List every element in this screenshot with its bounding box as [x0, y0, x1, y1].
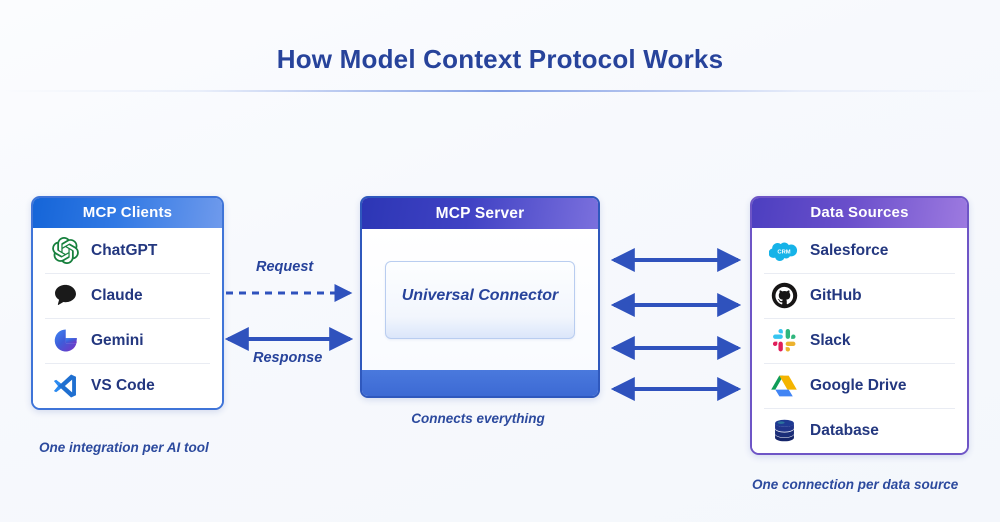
mcp-clients-list: ChatGPT Claude: [33, 228, 222, 408]
claude-icon: [50, 281, 80, 311]
svg-text:CRM: CRM: [777, 249, 790, 255]
clients-caption: One integration per AI tool: [39, 440, 209, 455]
sources-caption: One connection per data source: [752, 477, 959, 492]
vscode-icon: [50, 371, 80, 401]
data-sources-panel: Data Sources CRM Salesforce GitHub: [750, 196, 969, 455]
list-item-database[interactable]: Database: [752, 408, 967, 453]
list-item-label: VS Code: [91, 376, 155, 394]
list-item-label: GitHub: [810, 286, 862, 304]
list-item-slack[interactable]: Slack: [752, 318, 967, 363]
list-item-github[interactable]: GitHub: [752, 273, 967, 318]
list-item-label: Google Drive: [810, 376, 907, 394]
list-item-label: Salesforce: [810, 241, 889, 259]
mcp-server-body: Universal Connector: [362, 229, 598, 370]
list-item-label: ChatGPT: [91, 241, 158, 259]
data-sources-list: CRM Salesforce GitHub: [752, 228, 967, 453]
gemini-icon: [50, 326, 80, 356]
title-divider: [0, 90, 1000, 92]
mcp-server-footer-strip: [362, 370, 598, 396]
list-item-vscode[interactable]: VS Code: [33, 363, 222, 408]
list-item-google-drive[interactable]: Google Drive: [752, 363, 967, 408]
list-item-label: Database: [810, 421, 879, 439]
request-label: Request: [256, 259, 314, 275]
list-item-claude[interactable]: Claude: [33, 273, 222, 318]
server-caption: Connects everything: [411, 411, 545, 426]
salesforce-icon: CRM: [769, 236, 799, 266]
list-item-label: Gemini: [91, 331, 144, 349]
universal-connector-box: Universal Connector: [385, 260, 575, 339]
google-drive-icon: [769, 371, 799, 401]
github-icon: [769, 281, 799, 311]
mcp-clients-panel: MCP Clients ChatGPT Claude: [31, 196, 224, 410]
page-title: How Model Context Protocol Works: [276, 44, 724, 74]
list-item-chatgpt[interactable]: ChatGPT: [33, 228, 222, 273]
list-item-label: Slack: [810, 331, 851, 349]
list-item-salesforce[interactable]: CRM Salesforce: [752, 228, 967, 273]
universal-connector-label: Universal Connector: [401, 287, 559, 304]
mcp-server-panel: MCP Server Universal Connector: [360, 196, 600, 398]
list-item-label: Claude: [91, 286, 143, 304]
chatgpt-icon: [50, 236, 80, 266]
database-icon: [769, 416, 799, 446]
data-sources-header: Data Sources: [752, 198, 967, 228]
list-item-gemini[interactable]: Gemini: [33, 318, 222, 363]
slack-icon: [769, 326, 799, 356]
response-label: Response: [253, 350, 323, 366]
mcp-clients-header: MCP Clients: [33, 198, 222, 228]
mcp-server-header: MCP Server: [362, 198, 598, 229]
